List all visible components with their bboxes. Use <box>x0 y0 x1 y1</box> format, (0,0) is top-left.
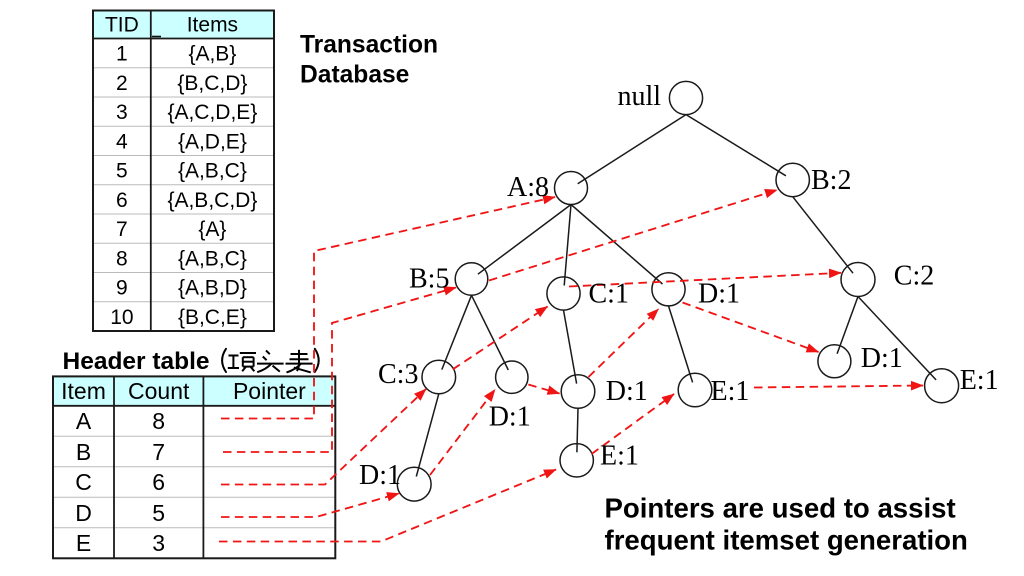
svg-text:7: 7 <box>116 218 128 241</box>
svg-text:{B,C,D}: {B,C,D} <box>177 72 247 95</box>
svg-text:E:1: E:1 <box>600 441 639 472</box>
svg-text:A:8: A:8 <box>507 172 549 203</box>
svg-text:Transaction: Transaction <box>300 31 438 58</box>
svg-text:Items: Items <box>187 14 238 37</box>
svg-text:6: 6 <box>152 469 165 495</box>
svg-text:4: 4 <box>116 130 128 153</box>
svg-text:D:1: D:1 <box>861 343 903 374</box>
svg-text:1: 1 <box>116 43 128 66</box>
svg-text:D: D <box>75 500 92 526</box>
svg-text:{A,B,D}: {A,B,D} <box>178 277 247 300</box>
svg-text:D:1: D:1 <box>698 279 740 310</box>
svg-text:D:1: D:1 <box>606 376 648 407</box>
svg-text:C:2: C:2 <box>894 261 934 292</box>
svg-text:C:1: C:1 <box>589 279 629 310</box>
svg-text:2: 2 <box>116 72 128 95</box>
svg-text:8: 8 <box>152 408 165 434</box>
svg-text:B: B <box>76 439 91 465</box>
svg-text:9: 9 <box>116 277 128 300</box>
svg-text:B:5: B:5 <box>409 264 449 295</box>
svg-text:Count: Count <box>128 378 190 404</box>
svg-text:E:1: E:1 <box>711 376 750 407</box>
svg-text:null: null <box>617 81 661 112</box>
svg-text:{A,B,C,D}: {A,B,C,D} <box>167 189 257 212</box>
svg-text:8: 8 <box>116 247 128 270</box>
svg-text:Pointers are used to assist: Pointers are used to assist <box>605 492 956 523</box>
svg-text:B:2: B:2 <box>811 165 851 196</box>
svg-text:{B,C,E}: {B,C,E} <box>178 306 247 329</box>
svg-text:C: C <box>75 469 92 495</box>
svg-text:5: 5 <box>116 160 128 183</box>
svg-text:Database: Database <box>300 61 409 88</box>
svg-text:{A,B,C}: {A,B,C} <box>178 160 247 183</box>
svg-text:C:3: C:3 <box>378 359 418 390</box>
svg-text:D:1: D:1 <box>359 460 401 491</box>
svg-text:Header table: Header table <box>63 348 210 375</box>
svg-text:5: 5 <box>152 500 165 526</box>
svg-text:7: 7 <box>152 439 165 465</box>
svg-text:D:1: D:1 <box>489 402 531 433</box>
svg-text:{A,B,C}: {A,B,C} <box>178 247 247 270</box>
svg-text:A: A <box>76 408 92 434</box>
svg-text:Item: Item <box>61 378 106 404</box>
svg-text:3: 3 <box>116 101 128 124</box>
svg-text:10: 10 <box>110 306 133 329</box>
svg-text:{A,B}: {A,B} <box>188 43 236 66</box>
svg-text:{A}: {A} <box>198 218 226 241</box>
svg-text:frequent itemset generation: frequent itemset generation <box>605 525 968 556</box>
svg-text:E:1: E:1 <box>960 365 999 396</box>
svg-text:3: 3 <box>152 530 165 556</box>
svg-text:{A,D,E}: {A,D,E} <box>178 130 247 153</box>
svg-text:{A,C,D,E}: {A,C,D,E} <box>167 101 257 124</box>
svg-text:6: 6 <box>116 189 128 212</box>
svg-text:TID: TID <box>105 14 139 37</box>
svg-text:Pointer: Pointer <box>233 378 306 404</box>
svg-text:E: E <box>76 530 91 556</box>
